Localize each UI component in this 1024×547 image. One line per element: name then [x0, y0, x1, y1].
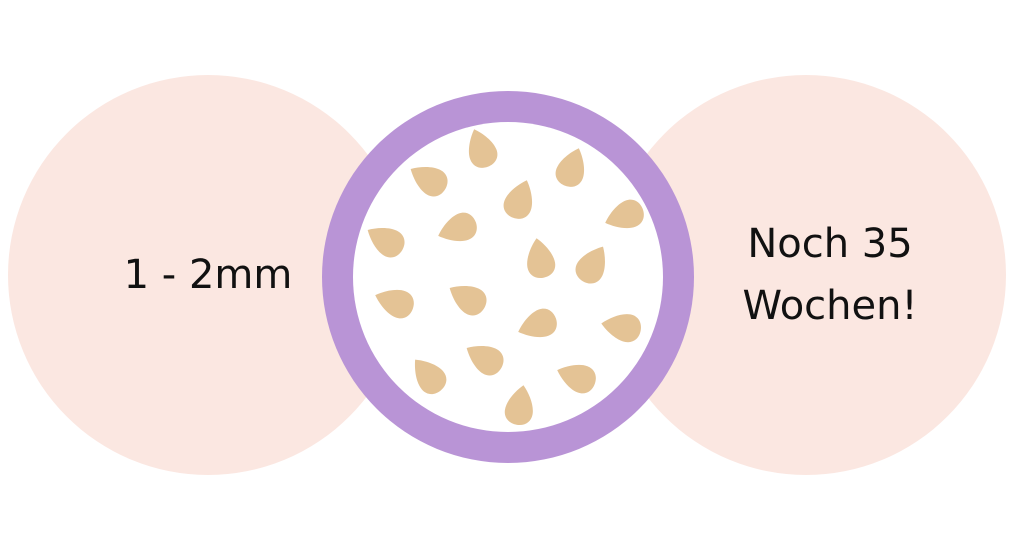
- seed-icon: [414, 359, 447, 395]
- seed-icon: [375, 289, 414, 319]
- seed-icon: [504, 385, 533, 425]
- weeks-remaining-label: Noch 35 Wochen!: [660, 75, 1000, 475]
- seed-icon: [518, 308, 557, 338]
- seed-icon: [468, 129, 498, 168]
- seed-icon: [438, 212, 477, 242]
- seed-icon: [503, 180, 533, 219]
- weeks-line-2: Wochen!: [742, 283, 918, 329]
- seed-icon: [527, 238, 556, 278]
- seed-icon: [601, 314, 641, 343]
- seed-icon: [466, 346, 504, 376]
- seeds-group: [367, 129, 644, 425]
- inner-white-circle: [353, 122, 663, 432]
- seed-icon: [449, 286, 487, 316]
- seed-icon: [410, 167, 448, 197]
- seed-icon: [605, 199, 644, 229]
- seed-icon: [367, 228, 405, 258]
- seed-icon: [575, 246, 605, 284]
- seed-icon: [555, 148, 585, 187]
- size-label: 1 - 2mm: [123, 252, 293, 298]
- weeks-line-1: Noch 35: [747, 221, 913, 267]
- seed-icon: [557, 364, 596, 394]
